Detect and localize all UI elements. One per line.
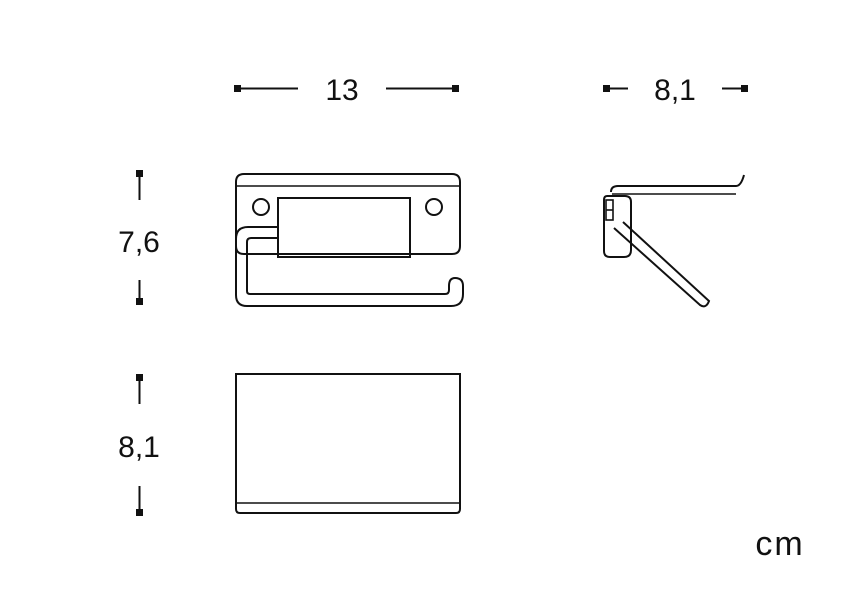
- center-block: [277, 197, 411, 258]
- side-view: [603, 174, 745, 308]
- back-plate: [235, 173, 461, 255]
- mounting-hole-left: [252, 198, 270, 216]
- top-plate: [235, 373, 461, 514]
- dimension-depth-label: 8,1: [654, 74, 696, 107]
- roll-rod: [235, 226, 464, 307]
- dimension-height-top-label: 8,1: [118, 431, 160, 464]
- side-wall-plate: [603, 195, 632, 258]
- dimension-height-top: 8,1: [118, 374, 160, 516]
- side-shelf: [610, 174, 745, 193]
- unit-label: cm: [755, 525, 804, 563]
- dimension-width-front: 13: [234, 74, 459, 107]
- mounting-hole-right: [425, 198, 443, 216]
- dimension-depth-side: 8,1: [603, 74, 748, 107]
- top-view: [235, 373, 461, 514]
- dimension-height-front-label: 7,6: [118, 226, 160, 259]
- side-rod: [613, 221, 711, 308]
- front-view: [235, 173, 464, 307]
- dimension-height-front: 7,6: [118, 170, 160, 305]
- dimension-width-label: 13: [325, 74, 358, 107]
